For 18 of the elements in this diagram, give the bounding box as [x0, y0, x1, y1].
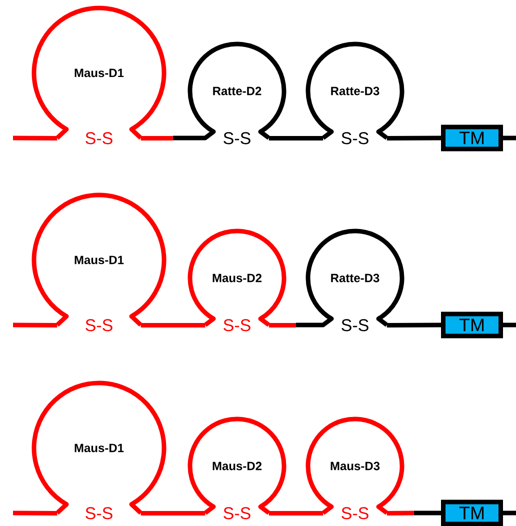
- linker-line: [13, 136, 58, 140]
- linker-line: [386, 322, 442, 328]
- tm-box: TM: [441, 312, 503, 338]
- linker-line: [13, 322, 58, 328]
- linker-line: [503, 322, 516, 328]
- linker-line: [386, 510, 414, 516]
- linker-line: [503, 510, 516, 516]
- linker-line: [503, 136, 516, 140]
- linker-line: [268, 136, 324, 140]
- linker-line: [386, 136, 442, 140]
- tm-box: TM: [441, 124, 503, 152]
- tm-box: TM: [441, 500, 503, 526]
- linker-line: [268, 322, 296, 328]
- linker-line: [140, 136, 173, 140]
- linker-line: [13, 510, 58, 516]
- linker-line: [268, 510, 324, 516]
- linker-line: [140, 510, 206, 516]
- linker-line: [140, 322, 206, 328]
